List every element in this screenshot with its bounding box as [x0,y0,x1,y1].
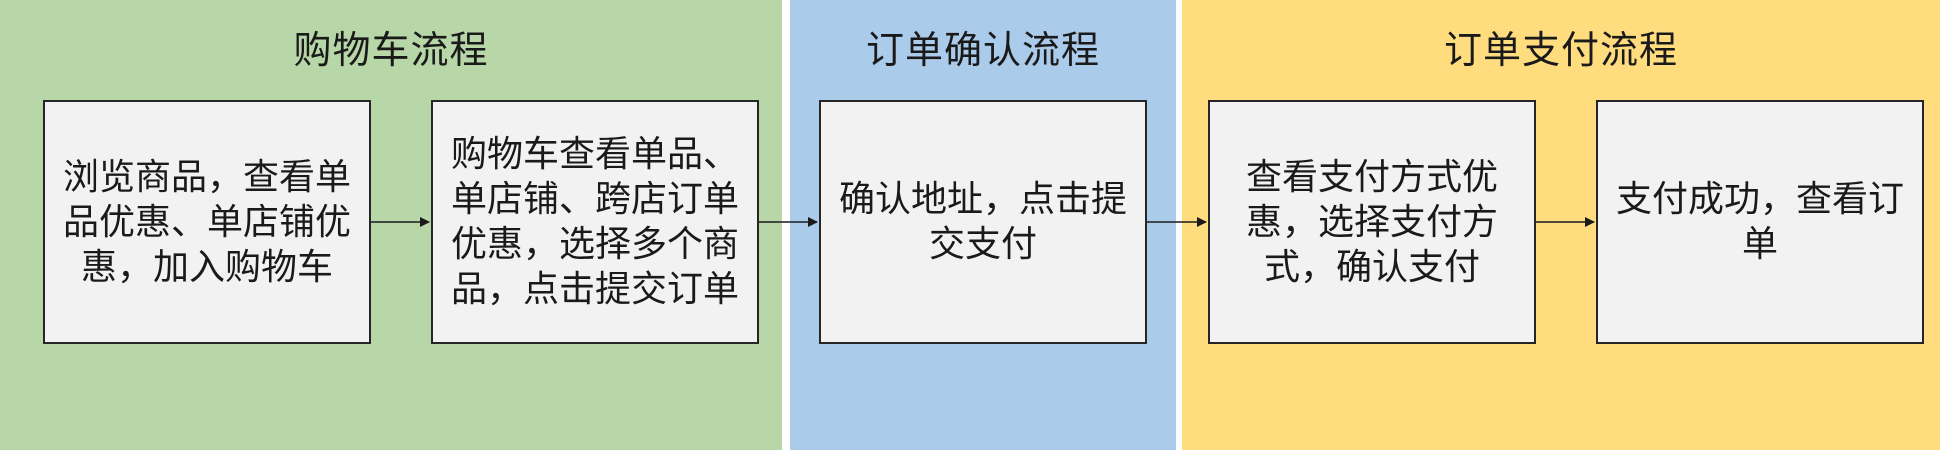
step-payment-success: 支付成功，查看订单 [1596,100,1924,344]
step-label-payment-success: 支付成功，查看订单 [1615,179,1904,265]
step-label-confirm-address: 确认地址，点击提交支付 [838,179,1127,265]
step-label-choose-payment: 查看支付方式优惠，选择支付方式，确认支付 [1245,156,1498,288]
lane-title-order-confirm: 订单确认流程 [865,28,1100,72]
step-browse-products: 浏览商品，查看单品优惠、单店铺优惠，加入购物车 [43,100,371,344]
step-choose-payment: 查看支付方式优惠，选择支付方式，确认支付 [1208,100,1536,344]
step-confirm-address: 确认地址，点击提交支付 [819,100,1147,344]
lane-title-order-payment: 订单支付流程 [1443,28,1678,72]
step-cart-submit-order: 购物车查看单品、单店铺、跨店订单优惠，选择多个商品，点击提交订单 [431,100,759,344]
step-label-cart-submit-order: 购物车查看单品、单店铺、跨店订单优惠，选择多个商品，点击提交订单 [450,134,739,310]
step-label-browse-products: 浏览商品，查看单品优惠、单店铺优惠，加入购物车 [62,156,351,288]
lane-title-cart: 购物车流程 [293,28,489,72]
